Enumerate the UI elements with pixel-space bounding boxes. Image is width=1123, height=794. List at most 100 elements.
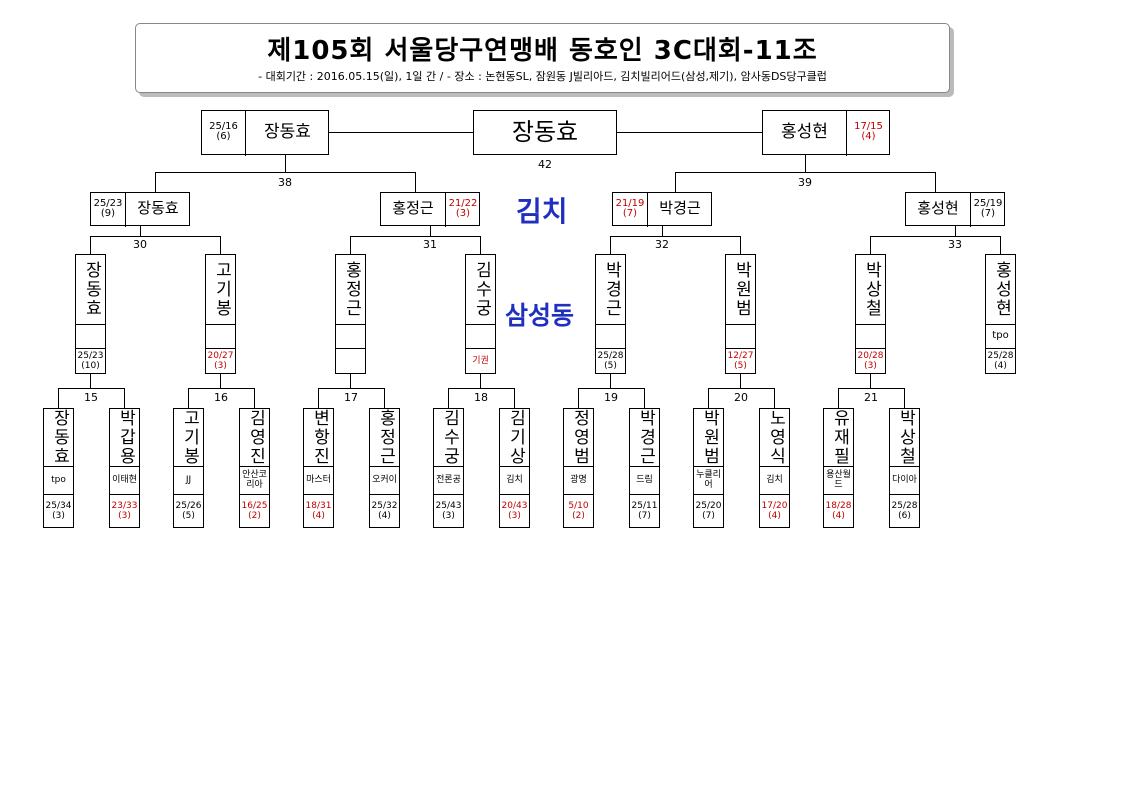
bracket-line [125,192,126,227]
round32-club: 드림 [636,474,653,485]
round32-name: 장동효 [49,408,70,466]
round32-club: 마스터 [306,474,331,485]
round32-card [369,408,400,528]
bracket-line [318,388,319,409]
bracket-line [662,226,663,237]
bracket-line [90,236,91,255]
bracket-line [740,236,741,255]
round16-card [205,254,236,374]
round16-name: 홍성현 [991,260,1012,318]
venue-label-kimchi: 김치 [516,195,568,228]
bracket-line [433,494,464,495]
round32-name: 노영식 [765,408,786,466]
bracket-line [335,324,366,325]
round16-club [335,325,366,348]
bracket-line [155,172,156,193]
bracket-line [904,388,905,409]
bracket-line [985,348,1016,349]
round32-club: 오커이 [372,474,397,485]
bracket-line [838,388,839,409]
bracket-line [774,388,775,409]
round32-score: 18/28 (4) [825,501,852,521]
bracket-line [465,324,496,325]
bracket-line [595,348,626,349]
round16-card [335,254,366,374]
bracket-line [448,388,449,409]
bracket-line [675,172,936,173]
bracket-line [188,388,189,409]
round32-score: 18/31 (4) [305,501,332,521]
title-panel: 제105회 서울당구연맹배 동호인 3C대회-11조 - 대회기간 : 2016… [135,23,950,93]
bracket-line [465,348,496,349]
round16-score: 25/23 (10) [77,351,104,371]
round32-card [303,408,334,528]
bracket-line [823,494,854,495]
match-number: 31 [423,238,437,251]
bracket-line [318,388,385,389]
round16-card [985,254,1016,374]
bracket-line [90,374,91,389]
bracket-line [140,226,141,237]
finalist-left-score: 25/16 (6) [209,120,238,142]
bracket-line [889,466,920,467]
round32-name: 유재필 [829,408,850,466]
bracket-line [708,388,775,389]
round32-club: 안산코리아 [242,470,267,490]
round16-score: 25/28 (4) [987,351,1014,371]
round32-score: 25/11 (7) [631,501,658,521]
match-number: 16 [214,391,228,404]
round16-name: 장동효 [81,260,102,318]
quarterfinal-score: 25/19 (7) [973,197,1003,219]
round16-club [205,325,236,348]
bracket-line [740,374,741,389]
round16-club [595,325,626,348]
bracket-line [693,494,724,495]
bracket-line [433,466,464,467]
bracket-line [350,374,351,389]
bracket-line [220,374,221,389]
round16-card [725,254,756,374]
bracket-line [239,466,270,467]
quarterfinal-score: 25/23 (9) [93,197,123,219]
bracket-line [759,466,790,467]
round32-club: tpo [51,474,66,485]
bracket-line [448,388,515,389]
round32-name: 박경근 [635,408,656,466]
round16-score [335,349,366,374]
round32-name: 김영진 [245,408,266,466]
round32-club: 김치 [766,474,783,485]
bracket-line [350,236,481,237]
round16-name: 고기봉 [211,260,232,318]
round32-score: 25/43 (3) [435,501,462,521]
round16-club [725,325,756,348]
round32-name: 박상철 [895,408,916,466]
bracket-line [610,236,741,237]
match-number: 19 [604,391,618,404]
bracket-line [629,466,660,467]
bracket-line [610,374,611,389]
round32-club: 전론공 [436,474,461,485]
round32-club: 용산월드 [826,470,851,490]
round32-card [433,408,464,528]
bracket-line [220,236,221,255]
round32-card [759,408,790,528]
bracket-line [109,494,140,495]
bracket-line [693,466,724,467]
bracket-line [43,494,74,495]
bracket-line [578,388,579,409]
bracket-line [629,494,660,495]
round16-club [465,325,496,348]
bracket-line [725,348,756,349]
round32-club: JJ [185,474,192,485]
bracket-line [855,348,886,349]
quarterfinal-name: 장동효 [137,199,179,218]
round32-name: 박갑용 [115,408,136,466]
bracket-line [43,466,74,467]
bracket-line [725,324,756,325]
bracket-line [675,172,676,193]
quarterfinal-slot [380,192,480,226]
round32-score: 25/28 (6) [891,501,918,521]
match-number: 39 [798,176,812,189]
bracket-line [188,388,255,389]
